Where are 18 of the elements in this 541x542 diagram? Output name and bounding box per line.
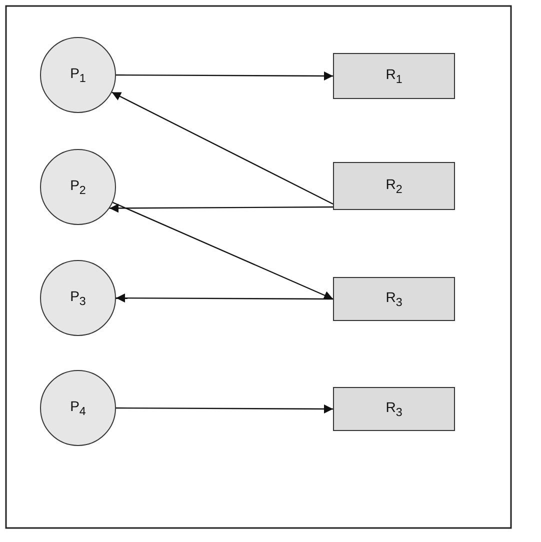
arrow <box>116 404 333 414</box>
node-label: P$_{2}$ <box>70 177 86 197</box>
arrow <box>116 294 333 303</box>
arrow <box>112 202 334 300</box>
arrow <box>116 71 333 80</box>
node-label: R$_{3}$ <box>386 289 402 309</box>
node-label: R$_{3}$ <box>386 399 402 419</box>
arrow <box>110 204 333 213</box>
node-label: R$_{2}$ <box>386 176 402 196</box>
resource-box <box>333 162 455 210</box>
resource-box <box>333 53 455 99</box>
node-label: R$_{1}$ <box>386 66 402 86</box>
resource-box <box>333 277 455 321</box>
node-label: P$_{3}$ <box>70 288 86 308</box>
resource-box <box>333 387 455 431</box>
node-label: P$_{1}$ <box>70 65 86 85</box>
arrow <box>112 92 334 205</box>
node-label: P$_{4}$ <box>70 398 86 418</box>
